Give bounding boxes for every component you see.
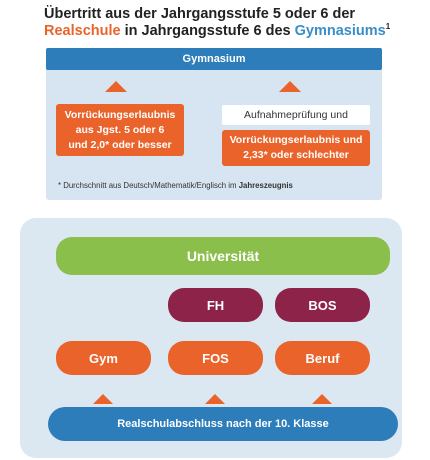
requirement-box-left: Vorrückungserlaubnis aus Jgst. 5 oder 6 … (56, 104, 184, 156)
title-footnote-mark: 1 (385, 22, 391, 32)
left-box-line3: und 2,0* oder besser (68, 138, 172, 151)
left-box-line1: Vorrückungserlaubnis (64, 108, 176, 121)
arrow-up-fos-icon (205, 394, 225, 404)
lower-panel: Universität FH BOS Gym FOS Beruf Realsch… (20, 218, 402, 458)
gymnasium-bar: Gymnasium (46, 48, 382, 70)
requirement-box-right: Vorrückungserlaubnis und 2,33* oder schl… (222, 130, 370, 166)
title-realschule: Realschule (44, 23, 121, 39)
fos-pill: FOS (168, 341, 263, 375)
arrow-up-gym-icon (93, 394, 113, 404)
title-gymnasiums: Gymnasiums (294, 23, 386, 39)
realschulabschluss-bar: Realschulabschluss nach der 10. Klasse (48, 407, 398, 441)
arrow-up-beruf-icon (312, 394, 332, 404)
arrow-up-right-icon (279, 81, 301, 92)
universitaet-pill: Universität (56, 237, 390, 275)
left-box-line2: aus Jgst. 5 oder 6 (75, 123, 165, 136)
footnote: * Durchschnitt aus Deutsch/Mathematik/En… (58, 181, 378, 190)
upper-panel: Gymnasium Vorrückungserlaubnis aus Jgst.… (46, 48, 382, 200)
arrow-up-left-icon (105, 81, 127, 92)
entrance-exam-box: Aufnahmeprüfung und Probezeit (222, 105, 370, 141)
gym-pill: Gym (56, 341, 151, 375)
footnote-bold: Jahreszeugnis (238, 181, 293, 190)
title-line1: Übertritt aus der Jahrgangsstufe 5 oder … (44, 6, 356, 22)
footnote-text: * Durchschnitt aus Deutsch/Mathematik/En… (58, 181, 239, 190)
fh-pill: FH (168, 288, 263, 322)
bos-pill: BOS (275, 288, 370, 322)
title-middle: in Jahrgangsstufe 6 des (120, 23, 295, 39)
right-box-line1: Vorrückungserlaubnis und (229, 134, 363, 146)
right-box-line2: 2,33* oder schlechter (243, 149, 349, 161)
diagram-title: Übertritt aus der Jahrgangsstufe 5 oder … (44, 6, 424, 40)
beruf-pill: Beruf (275, 341, 370, 375)
